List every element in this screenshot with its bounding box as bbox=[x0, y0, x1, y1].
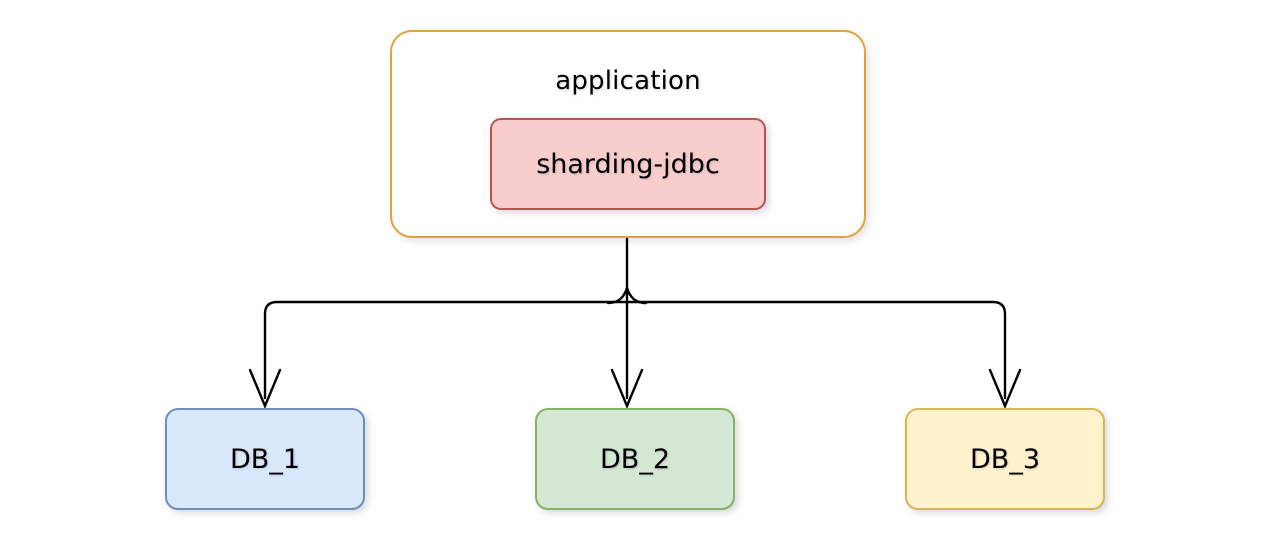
edge-branch-left bbox=[263, 300, 629, 400]
edge-branch-right bbox=[625, 300, 1007, 400]
application-container-node[interactable]: application bbox=[390, 30, 866, 238]
arrowhead-db-1 bbox=[248, 368, 282, 410]
database-node-db-2[interactable]: DB_2 bbox=[535, 408, 735, 510]
edge-junction-fillet-left bbox=[606, 286, 629, 305]
database-node-db-3[interactable]: DB_3 bbox=[905, 408, 1105, 510]
edge-junction-fillet-right bbox=[625, 286, 648, 305]
arrowhead-db-2 bbox=[610, 368, 644, 410]
application-label: application bbox=[555, 66, 701, 96]
arrowhead-db-3 bbox=[988, 368, 1022, 410]
sharding-jdbc-node[interactable]: sharding-jdbc bbox=[490, 118, 766, 210]
database-node-db-1[interactable]: DB_1 bbox=[165, 408, 365, 510]
